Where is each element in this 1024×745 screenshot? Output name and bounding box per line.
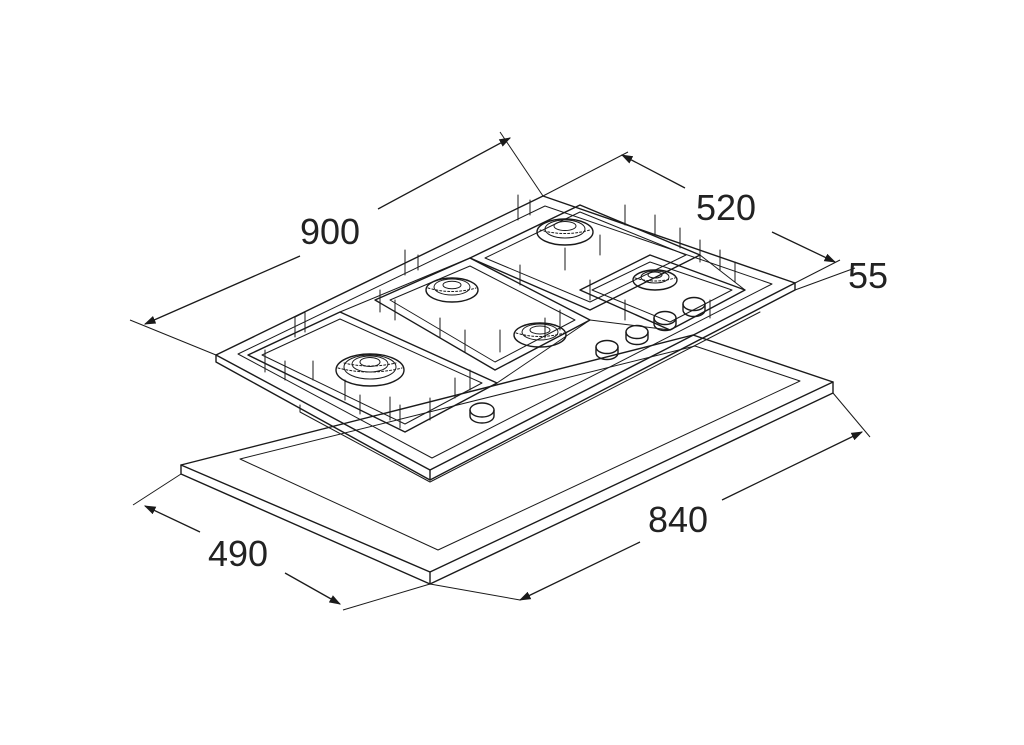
knob-1 — [469, 402, 495, 424]
countertop-cutout — [180, 334, 834, 585]
burner-front-middle — [513, 322, 567, 348]
burner-rear-middle — [536, 218, 594, 246]
burners — [335, 218, 678, 387]
dimension-cutout-depth-label: 490 — [208, 533, 268, 574]
control-knobs — [469, 296, 706, 424]
knob-5 — [682, 296, 706, 318]
dimension-height-label: 55 — [848, 255, 888, 296]
burner-right — [632, 269, 678, 291]
dimension-lines — [129, 131, 871, 611]
knob-4 — [653, 310, 677, 332]
dimension-cutout-width-label: 840 — [648, 499, 708, 540]
burner-left-back — [425, 277, 479, 303]
knob-3 — [625, 324, 649, 346]
dimension-width-label: 900 — [300, 211, 360, 252]
dimension-labels: 900 520 55 840 490 — [208, 187, 888, 574]
pan-supports — [247, 194, 746, 433]
knob-2 — [595, 339, 619, 361]
dimension-depth-label: 520 — [696, 187, 756, 228]
burner-wok — [335, 353, 405, 387]
